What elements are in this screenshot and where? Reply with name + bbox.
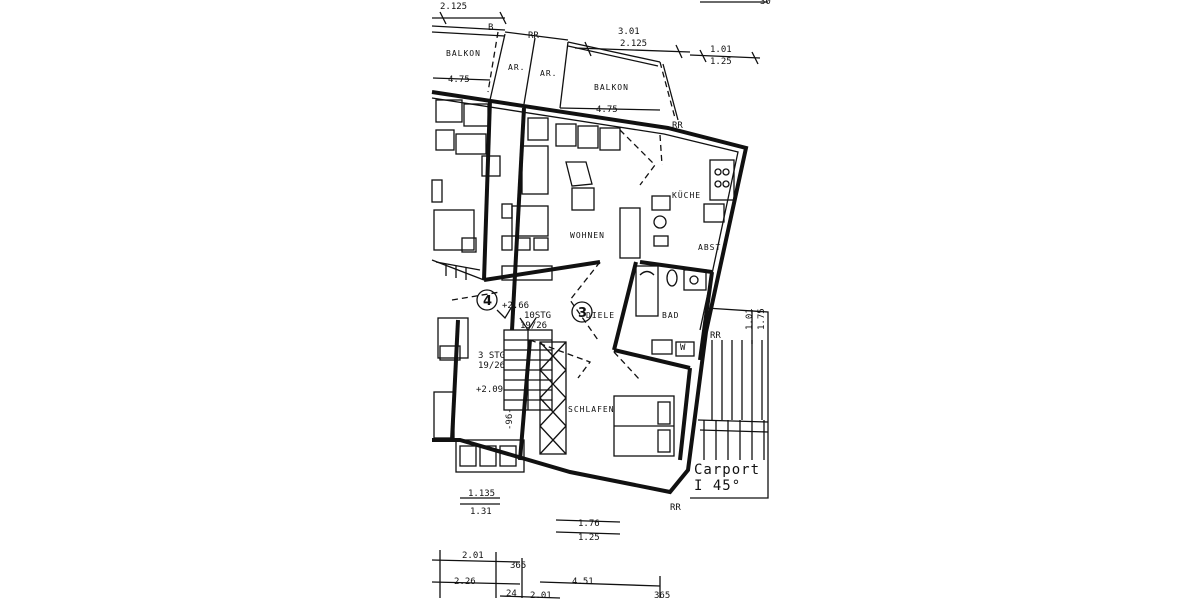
dim-top-mid-1: 3.01 [618,27,640,37]
stair-number-3: 3 [578,306,587,321]
dim-balkon-right-width: 4.75 [596,105,618,115]
stairwell [476,289,593,411]
bedroom-furniture [539,341,675,457]
label-ar-2: AR. [540,69,557,78]
mark-rr-top: RR [528,31,539,41]
dim-side-1: 1.01 [745,308,755,330]
dim-bottom-a2: 1.31 [470,507,492,517]
living-room-furniture [501,117,641,281]
dim-row3-c: 365 [654,591,670,600]
level-upper: +2.66 [502,301,529,311]
dim-top-left: 2.125 [440,2,467,12]
dim-balkon-left-width: 4.75 [448,75,470,85]
dim-top-right-1: 1.01 [710,45,732,55]
label-kueche: KÜCHE [672,190,701,200]
label-wohnen: WOHNEN [570,231,605,240]
label-carport: Carport [694,462,760,478]
stair-marker-3 [571,301,593,323]
bottom-dimension-lines [431,310,753,599]
label-balkon-right: BALKON [594,83,629,92]
label-diele: DIELE [586,311,615,320]
dim-row3-b: 2.01 [530,591,552,600]
label-abst: ABST [698,243,721,252]
level-lower: +2.09 [476,385,503,395]
misc-marks: RR RR RR RR B W [488,23,721,513]
storage-ar [489,31,569,109]
dim-bottom-b1: 1.76 [578,519,600,529]
kitchen-fixtures [651,159,735,247]
dim-row2-b: 4.51 [572,577,594,587]
mark-rr-bottom: RR [670,503,681,513]
exterior-walls [431,90,749,495]
flight-dimension: -96- [505,408,515,430]
balcony-left [431,25,506,93]
steps-upper-count: 10STG [524,311,551,321]
label-ar-1: AR. [508,63,525,72]
stair-labels: 4 3 +2.66 10STG 19/26 3 STG 19/26 +2.09 … [476,294,587,430]
dim-row3-a: 24 [506,589,517,599]
label-bad: BAD [662,311,679,320]
steps-upper-ratio: 19/26 [520,321,547,331]
left-unit-furniture [431,99,501,280]
dim-bottom-b2: 1.25 [578,533,600,543]
room-labels: BALKON BALKON AR. AR. KÜCHE ABST WOHNEN … [446,49,760,494]
dim-top-right-2: 1.25 [710,57,732,67]
dimension-labels: 2.125 3.01 2.125 1.01 1.25 4.75 4.75 30 … [440,0,771,600]
dim-row1-b: 365 [510,561,526,571]
mark-w: W [680,343,686,353]
label-balkon-left: BALKON [446,49,481,58]
balcony-right [567,41,679,121]
dim-top-mid-2: 2.125 [620,39,647,49]
mark-rr-bad: RR [710,331,721,341]
label-carport-angle: I 45° [694,478,741,494]
top-dimension-lines [432,1,768,111]
door-swings [451,129,663,381]
steps-lower-count: 3 STG [478,351,505,361]
lower-left-unit [433,317,525,473]
steps-lower-ratio: 19/26 [478,361,505,371]
stair-number-4: 4 [483,294,492,309]
mark-rr-kitchen: RR [672,121,683,131]
dim-corner-top-right: 30 [760,0,771,7]
label-schlafen: SCHLAFEN [568,405,615,414]
dim-side-2: 1.75 [757,308,767,330]
bathroom-fixtures [635,265,707,357]
dim-bottom-a1: 1.135 [468,489,495,499]
dim-row2-a: 2.26 [454,577,476,587]
mark-b: B [488,23,493,33]
stair-marker-4 [476,289,498,311]
dim-row1-a: 2.01 [462,551,484,561]
carport [690,307,769,499]
